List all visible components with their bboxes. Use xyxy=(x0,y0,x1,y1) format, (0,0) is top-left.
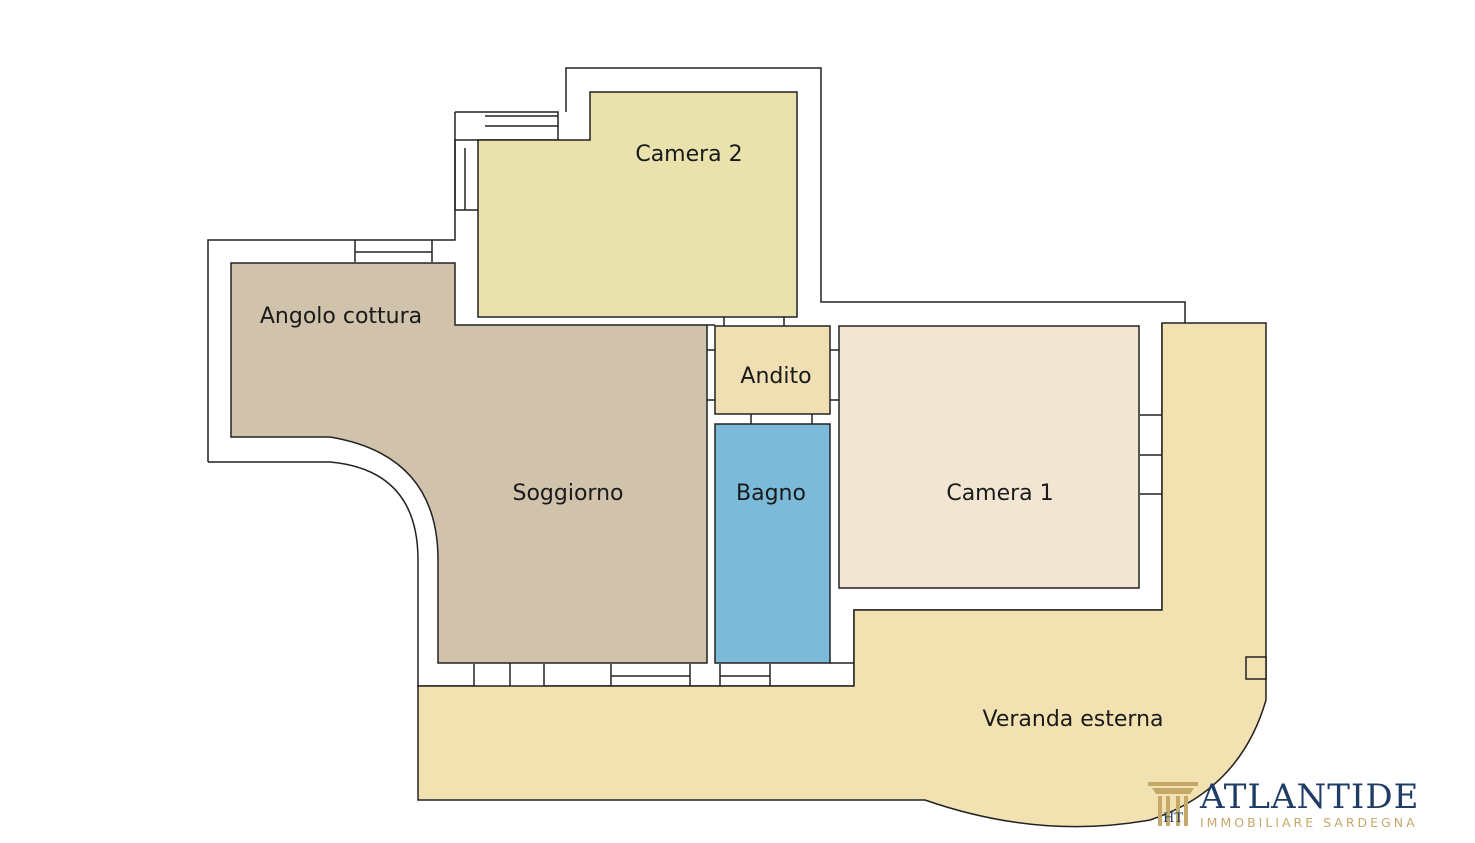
room-andito xyxy=(714,325,831,415)
room-veranda xyxy=(417,322,1267,828)
room-camera-2 xyxy=(477,91,798,318)
interior-walls xyxy=(707,317,854,664)
room-camera-1 xyxy=(838,325,1140,589)
label-soggiorno: Soggiorno xyxy=(513,481,624,506)
label-angolo-cottura: Angolo cottura xyxy=(260,304,422,329)
svg-text:HT: HT xyxy=(1163,811,1183,826)
brand-name: ATLANTIDE xyxy=(1200,777,1420,817)
label-camera-1: Camera 1 xyxy=(946,481,1053,506)
room-bagno xyxy=(714,423,831,664)
brand-logo-icon: HT xyxy=(1148,782,1198,826)
label-bagno: Bagno xyxy=(736,481,806,506)
label-andito: Andito xyxy=(740,364,811,389)
brand-tagline: IMMOBILIARE SARDEGNA xyxy=(1200,815,1418,830)
veranda-pillar xyxy=(1245,656,1267,680)
label-camera-2: Camera 2 xyxy=(635,142,742,167)
brand-watermark: HT ATLANTIDE IMMOBILIARE SARDEGNA xyxy=(1148,778,1453,830)
label-veranda-esterna: Veranda esterna xyxy=(982,707,1163,732)
room-soggiorno xyxy=(230,262,708,664)
